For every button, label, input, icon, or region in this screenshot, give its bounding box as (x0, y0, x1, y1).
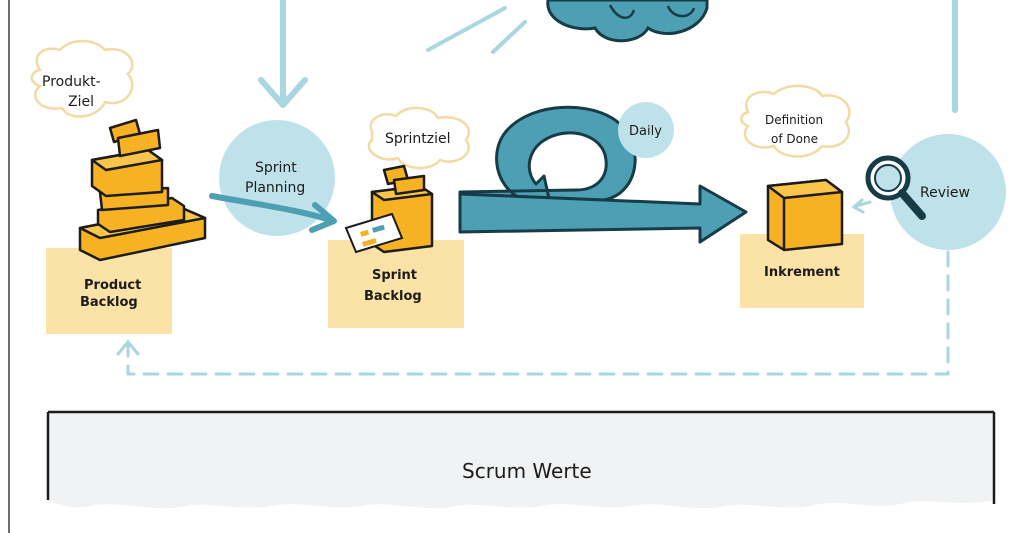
scrum-werte-label: Scrum Werte (462, 459, 592, 483)
sprintziel-label: Sprintziel (385, 131, 451, 147)
review-to-increment-arrow (851, 198, 872, 214)
sprint-planning-circle (219, 120, 335, 236)
daily-circle (618, 102, 674, 158)
sprint-planning-label-line2: Planning (245, 180, 305, 196)
inkrement-label: Inkrement (764, 265, 840, 280)
radiating-lines (426, 6, 527, 54)
magnifier-icon (865, 155, 926, 220)
produkt-ziel-label-line2: Ziel (68, 94, 94, 110)
inkrement-box (766, 178, 844, 252)
scrum-werte-panel: Scrum Werte (46, 410, 996, 509)
produkt-ziel-cloud: Produkt- Ziel (30, 39, 134, 118)
feedback-loop-dashed (126, 250, 950, 376)
planning-arrow (209, 193, 337, 233)
product-backlog-label-line1: Product (84, 278, 141, 293)
definition-of-done-label-line1: Definition (765, 113, 823, 127)
daily-label: Daily (629, 124, 662, 139)
sprint-backlog-note (328, 240, 464, 328)
sprint-backlog-label-line1: Sprint (372, 268, 417, 283)
definition-of-done-cloud: Definition of Done (740, 84, 851, 158)
review-label: Review (920, 185, 970, 201)
product-backlog-label-line2: Backlog (80, 295, 138, 310)
review-circle (890, 134, 1006, 250)
sprint-loop-arrow (458, 105, 748, 244)
top-down-arrow (258, 0, 308, 108)
product-backlog-boxes (78, 118, 207, 262)
sprint-backlog-card (344, 212, 404, 254)
product-backlog-note (46, 248, 172, 334)
sprint-planning-label-line1: Sprint (255, 160, 297, 176)
definition-of-done-label-line2: of Done (771, 132, 818, 146)
top-cloud (546, 0, 709, 43)
feedback-arrow-head (116, 339, 140, 356)
sprint-backlog-label-line2: Backlog (364, 289, 422, 304)
sprintziel-cloud: Sprintziel (367, 106, 470, 170)
produkt-ziel-label-line1: Produkt- (42, 74, 101, 90)
